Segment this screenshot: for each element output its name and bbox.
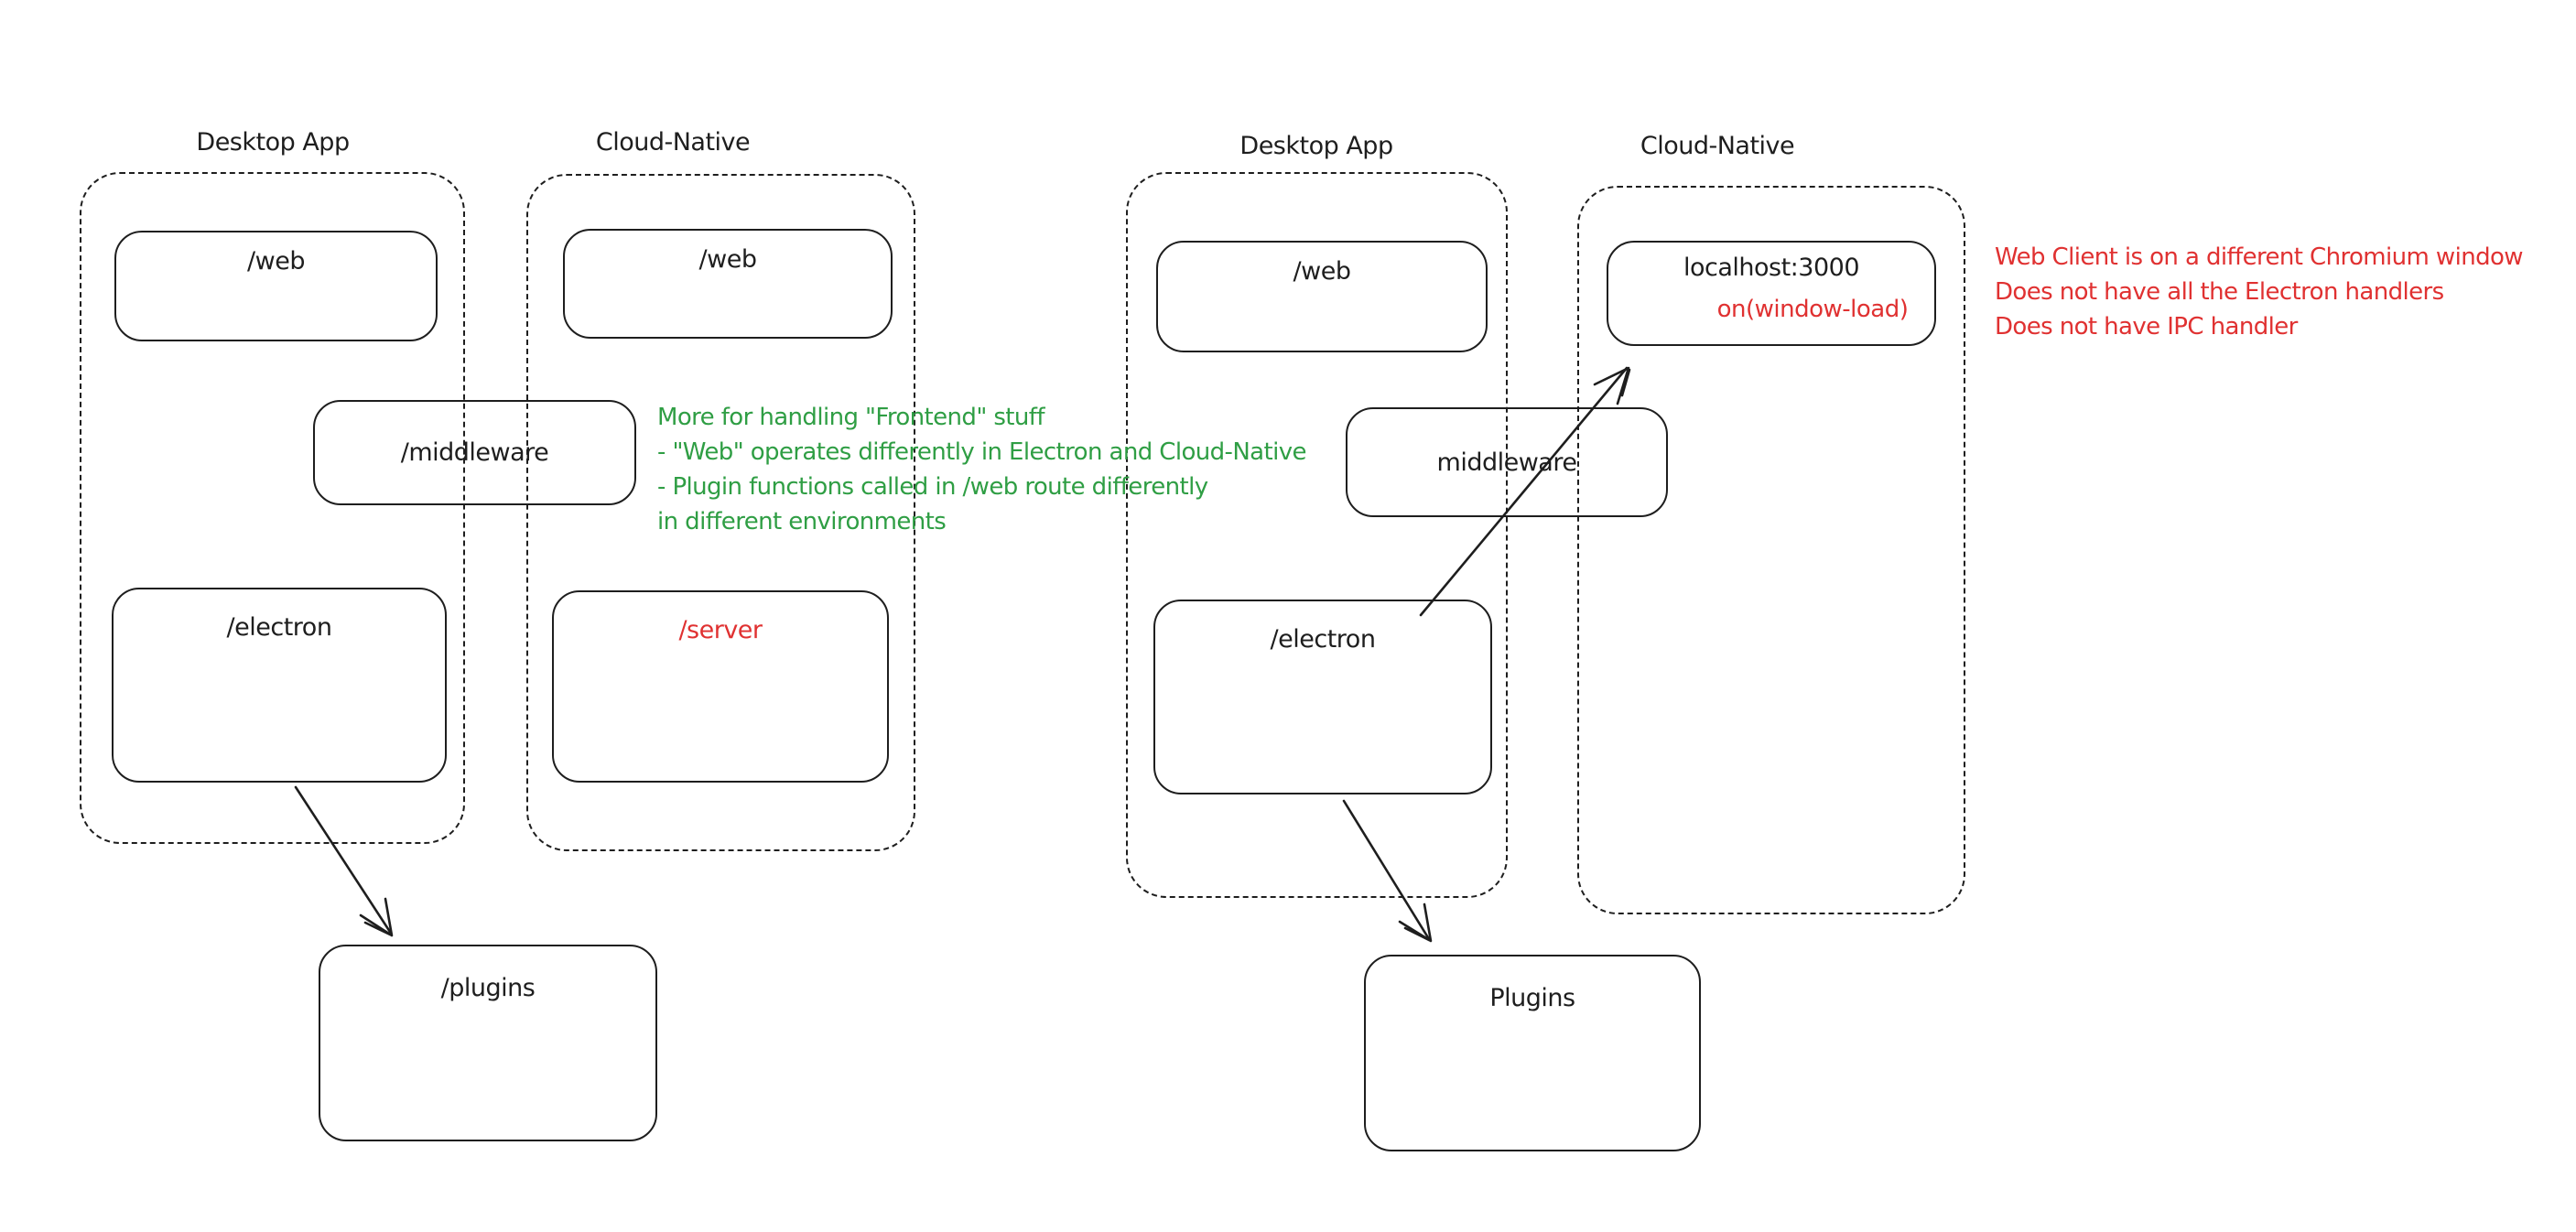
node-electron-left: /electron: [112, 588, 447, 783]
node-localhost-3000-title: localhost:3000: [1683, 254, 1860, 282]
node-middleware-left-label: /middleware: [400, 438, 549, 467]
node-web-desktop-right-label: /web: [1293, 257, 1351, 286]
node-web-desktop-left-label: /web: [247, 247, 305, 276]
node-plugins-right-label: Plugins: [1489, 984, 1575, 1012]
note-red-line-2: Does not have all the Electron handlers: [1995, 278, 2444, 306]
note-red-line-1: Web Client is on a different Chromium wi…: [1995, 243, 2524, 271]
node-plugins-left-label: /plugins: [440, 974, 536, 1002]
node-electron-left-label: /electron: [226, 613, 332, 642]
note-green-line-3: - Plugin functions called in /web route …: [657, 473, 1208, 501]
node-server-left: /server: [552, 590, 889, 783]
group-label-desktop-app-left: Desktop App: [196, 128, 350, 157]
note-red-line-3: Does not have IPC handler: [1995, 313, 2298, 340]
node-middleware-right: middleware: [1346, 407, 1668, 517]
node-web-cloud-left: /web: [563, 229, 893, 339]
node-middleware-left: /middleware: [313, 400, 636, 505]
node-server-left-label: /server: [678, 616, 763, 644]
container-desktop-app-left: [80, 172, 465, 844]
note-green-line-4: in different environments: [657, 508, 947, 535]
node-web-desktop-left: /web: [114, 231, 438, 341]
container-cloud-native-left: [526, 174, 915, 851]
note-green-line-2: - "Web" operates differently in Electron…: [657, 438, 1307, 466]
node-localhost-3000-annotation: on(window-load): [1716, 296, 1909, 323]
node-electron-right-label: /electron: [1270, 625, 1376, 654]
node-web-cloud-left-label: /web: [698, 245, 757, 274]
note-green-frontend: More for handling "Frontend" stuff - "We…: [657, 400, 1307, 539]
group-label-cloud-native-right: Cloud-Native: [1640, 132, 1795, 160]
node-web-desktop-right: /web: [1156, 241, 1488, 352]
node-plugins-left: /plugins: [319, 945, 657, 1141]
node-plugins-right: Plugins: [1364, 955, 1701, 1151]
group-label-desktop-app-right: Desktop App: [1239, 132, 1393, 160]
node-middleware-right-label: middleware: [1436, 448, 1577, 477]
node-localhost-3000: localhost:3000 on(window-load): [1607, 241, 1936, 346]
note-red-web-client: Web Client is on a different Chromium wi…: [1995, 240, 2524, 344]
group-label-cloud-native-left: Cloud-Native: [595, 128, 751, 157]
note-green-line-1: More for handling "Frontend" stuff: [657, 404, 1044, 431]
node-electron-right: /electron: [1153, 600, 1492, 794]
